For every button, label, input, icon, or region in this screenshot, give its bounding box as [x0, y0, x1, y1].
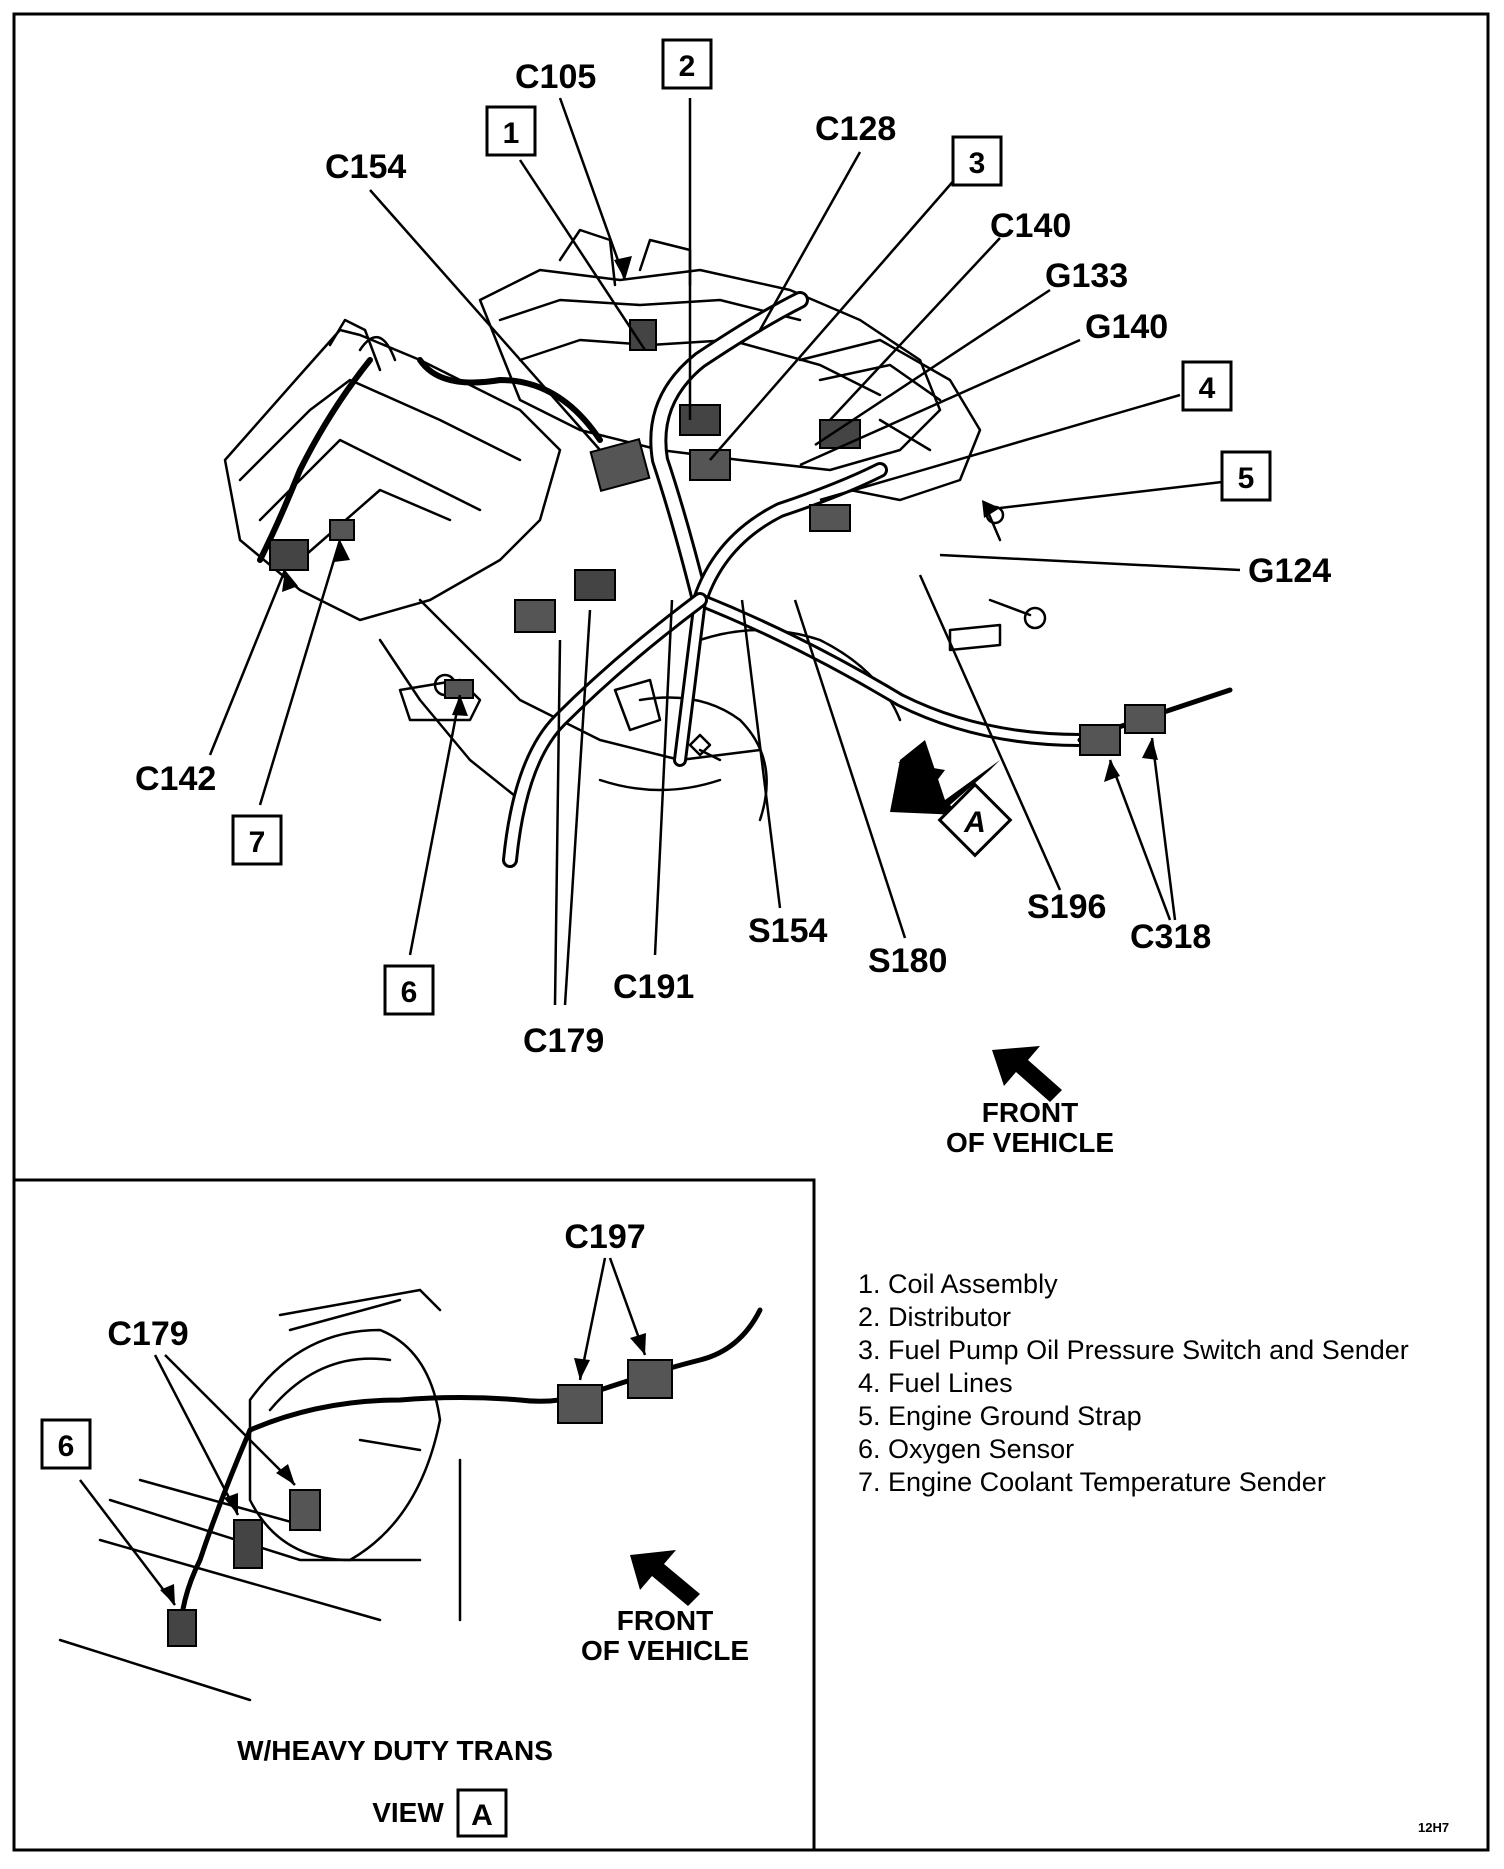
- inset-label-c197: C197: [564, 1218, 645, 1256]
- label-c128: C128: [815, 110, 896, 148]
- legend-item-3: 3. Fuel Pump Oil Pressure Switch and Sen…: [858, 1335, 1409, 1365]
- inset-frame: [12, 1178, 816, 1852]
- main-labels: C105 C154 C128 C140 G133 G140 G124 C142 …: [135, 58, 1331, 1060]
- label-c105: C105: [515, 58, 596, 96]
- inset-front-line-2: OF VEHICLE: [581, 1635, 749, 1666]
- inset-front-line-1: FRONT: [617, 1605, 713, 1636]
- inset-caption-text: W/HEAVY DUTY TRANS: [237, 1735, 553, 1766]
- label-c191: C191: [613, 968, 694, 1006]
- callout-3: 3: [969, 147, 986, 180]
- legend-item-1: 1. Coil Assembly: [858, 1269, 1058, 1299]
- leader-lines: [208, 97, 1241, 1006]
- inset-arrowheads: [160, 1333, 646, 1605]
- view-a-letter: A: [963, 806, 986, 839]
- callout-6: 6: [401, 976, 418, 1009]
- inset-label-c179: C179: [107, 1315, 188, 1353]
- leader-arrowheads: [282, 256, 1158, 782]
- label-s180: S180: [868, 942, 947, 980]
- legend-item-2: 2. Distributor: [858, 1302, 1011, 1332]
- legend-item-5: 5. Engine Ground Strap: [858, 1401, 1142, 1431]
- inset-caption: W/HEAVY DUTY TRANS VIEW A: [237, 1735, 553, 1838]
- inset-labels: C197 C179 6: [40, 1218, 646, 1470]
- inset-callout-6: 6: [58, 1430, 75, 1463]
- label-s196: S196: [1027, 888, 1106, 926]
- front-of-vehicle-main: FRONT OF VEHICLE: [946, 1046, 1114, 1158]
- front-line-2: OF VEHICLE: [946, 1127, 1114, 1158]
- front-of-vehicle-inset: FRONT OF VEHICLE: [581, 1550, 749, 1666]
- callout-1: 1: [503, 117, 520, 150]
- label-c318: C318: [1130, 918, 1211, 956]
- label-c154: C154: [325, 148, 406, 186]
- label-c142: C142: [135, 760, 216, 798]
- inset-connectors: [167, 1359, 673, 1647]
- legend-item-6: 6. Oxygen Sensor: [858, 1434, 1074, 1464]
- legend: 1. Coil Assembly 2. Distributor 3. Fuel …: [858, 1269, 1409, 1497]
- wire-harness: [257, 291, 1233, 868]
- legend-item-4: 4. Fuel Lines: [858, 1368, 1013, 1398]
- callout-2: 2: [679, 50, 696, 83]
- view-label: VIEW: [372, 1797, 444, 1828]
- label-g133: G133: [1045, 257, 1128, 295]
- label-g124: G124: [1248, 552, 1331, 590]
- figure-code: 12H7: [1418, 1820, 1449, 1835]
- view-letter: A: [471, 1799, 493, 1832]
- view-a-marker: A: [890, 740, 1013, 858]
- label-g140: G140: [1085, 308, 1168, 346]
- callout-boxes: 1 2 3 4 5 6 7: [231, 38, 1272, 1016]
- callout-4: 4: [1199, 372, 1216, 405]
- callout-7: 7: [249, 826, 266, 859]
- label-c140: C140: [990, 207, 1071, 245]
- callout-5: 5: [1238, 462, 1255, 495]
- label-s154: S154: [748, 912, 827, 950]
- connectors: [269, 319, 1166, 756]
- legend-item-7: 7. Engine Coolant Temperature Sender: [858, 1467, 1326, 1497]
- front-line-1: FRONT: [982, 1097, 1078, 1128]
- label-c179: C179: [523, 1022, 604, 1060]
